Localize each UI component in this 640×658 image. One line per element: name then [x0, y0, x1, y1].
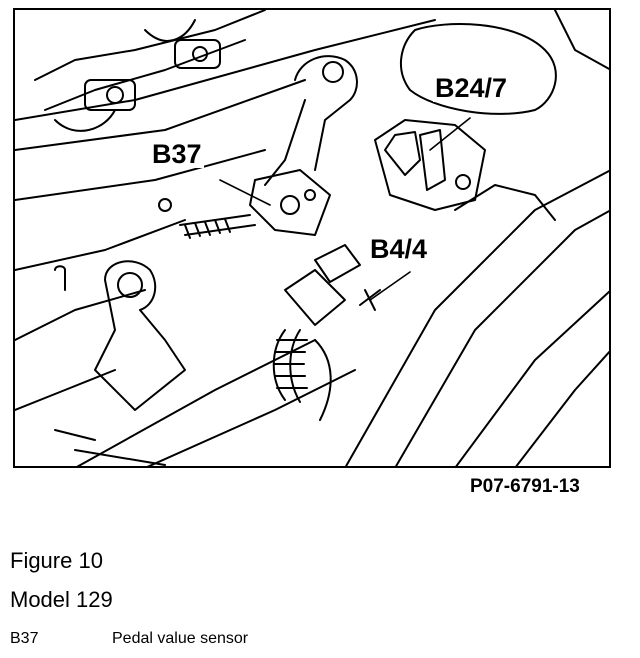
- reference-code: P07-6791-13: [470, 476, 580, 497]
- figure-number: Figure 10: [10, 548, 103, 573]
- model-label: Model 129: [10, 587, 113, 612]
- callout-b37: B37: [150, 139, 204, 169]
- callout-b24-7: B24/7: [433, 73, 510, 103]
- callout-leader-lines: [219, 117, 471, 301]
- linkage-bracket: [264, 55, 358, 186]
- throttle-housing: [374, 23, 557, 221]
- legend-description: Pedal value sensor: [112, 630, 249, 647]
- pedal-value-sensor-drawing: [158, 169, 331, 239]
- legend-code: B37: [10, 630, 39, 647]
- callout-b4-4: B4/4: [368, 234, 430, 264]
- bodywork-lines: [15, 10, 609, 466]
- connector-and-harness: [272, 244, 381, 421]
- lower-mount: [54, 260, 186, 466]
- fuel-rail-assembly: [34, 10, 266, 132]
- engine-bay-illustration: B37 B24/7 B4/4: [13, 8, 611, 468]
- line-drawing: [15, 10, 609, 466]
